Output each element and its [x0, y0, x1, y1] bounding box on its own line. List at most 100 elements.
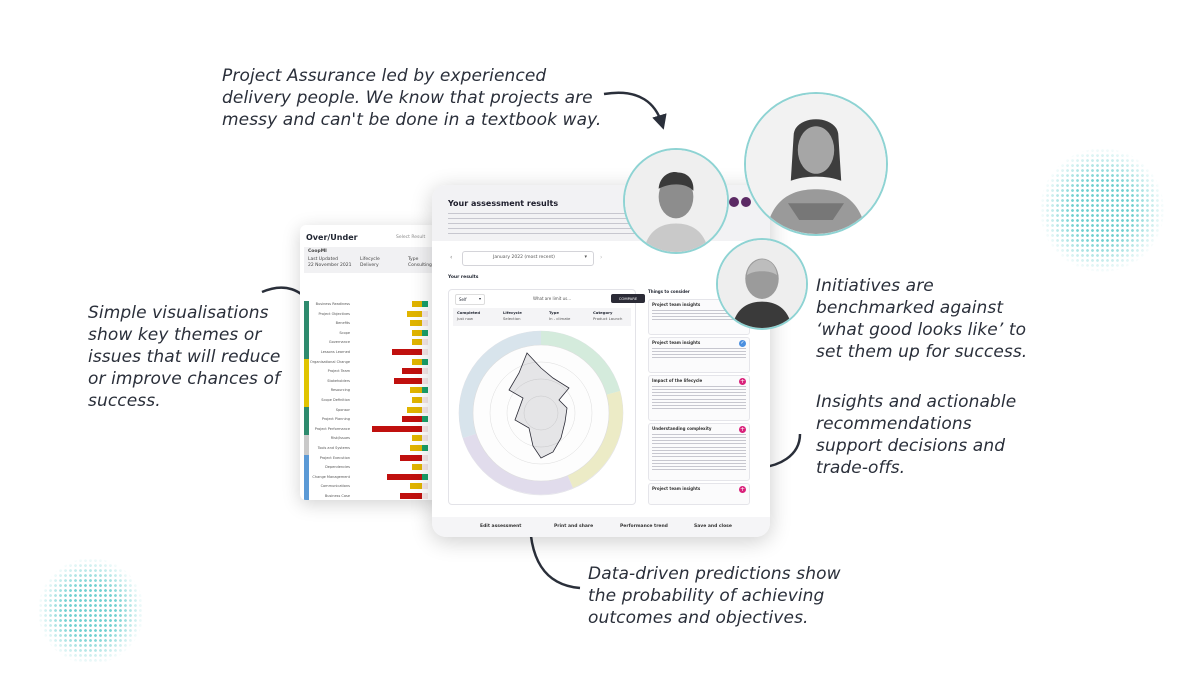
next-arrow-icon[interactable]: ›: [600, 254, 603, 261]
over-under-green-marker: [422, 445, 428, 451]
over-under-row-label: Project Planning: [321, 417, 350, 422]
over-under-row-label: Project Execution: [319, 455, 350, 460]
category-strip: [304, 435, 309, 455]
over-under-row-label: Resourcing: [330, 388, 350, 393]
avatar-bald-man: [716, 238, 808, 330]
over-under-bar: [410, 483, 422, 490]
over-under-bar: [394, 377, 422, 384]
things-to-consider: Things to consider Project team insights…: [648, 289, 752, 505]
over-under-bar: [372, 425, 422, 432]
assessment-results-panel: Your assessment results ‹ January 2022 (…: [432, 185, 770, 537]
plus-icon[interactable]: +: [739, 426, 746, 433]
callout-right-bottom: Insights and actionable recommendations …: [816, 392, 1017, 478]
print-share-button[interactable]: Print and share: [554, 524, 594, 529]
over-under-row-label: Project Objectives: [318, 311, 350, 316]
over-under-green-marker: [422, 454, 428, 461]
over-under-green-marker: [422, 464, 428, 471]
panel-title: Over/Under: [306, 233, 358, 242]
person-photo-icon: [625, 150, 727, 252]
prev-arrow-icon[interactable]: ‹: [450, 254, 453, 261]
over-under-bar: [412, 358, 422, 365]
compare-button[interactable]: COMPARE: [611, 294, 645, 303]
assessment-info: Completed Just now Lifecycle Selection T…: [453, 308, 631, 326]
over-under-bar: [412, 301, 422, 307]
chat-icon[interactable]: [729, 197, 739, 207]
over-under-bar: [410, 387, 422, 394]
dotted-circle-decoration-left: [38, 558, 144, 664]
insight-card[interactable]: Project team insights +: [648, 483, 750, 505]
dotted-circle-decoration-right: [1040, 148, 1164, 272]
callout-left: Simple visualisations show key themes or…: [88, 303, 281, 411]
avatar-woman: [744, 92, 888, 236]
over-under-bar: [387, 473, 422, 480]
filter-prompt: What are limit us...: [533, 296, 572, 301]
over-under-row-label: Organisational Change: [310, 359, 350, 364]
edit-assessment-button[interactable]: Edit assessment: [480, 524, 522, 529]
over-under-green-marker: [422, 301, 428, 307]
callout-top: Project Assurance led by experienced del…: [222, 66, 602, 130]
assessment-date-select[interactable]: January 2022 (most recent) ▾: [462, 251, 594, 266]
over-under-bar: [402, 368, 422, 375]
over-under-bar: [412, 329, 422, 336]
category-strip: [304, 454, 309, 500]
over-under-row-label: Sponsor: [335, 407, 350, 412]
over-under-row-label: Stakeholders: [327, 378, 350, 383]
over-under-green-marker: [422, 473, 428, 480]
over-under-green-marker: [422, 387, 428, 394]
over-under-bar: [407, 310, 422, 317]
over-under-row-label: Project Performance: [314, 426, 350, 431]
over-under-row-label: Benefits: [335, 321, 350, 326]
over-under-green-marker: [422, 368, 428, 375]
select-result-input[interactable]: Select Result: [396, 235, 426, 240]
over-under-green-marker: [422, 358, 428, 365]
results-title: Your assessment results: [448, 199, 559, 208]
over-under-green-marker: [422, 320, 428, 327]
plus-icon[interactable]: +: [739, 378, 746, 385]
radar-grid-ring: [523, 395, 559, 431]
over-under-row-label: Scope Definition: [321, 398, 350, 402]
over-under-green-marker: [422, 377, 428, 384]
radar-chart: [458, 330, 624, 496]
over-under-row-label: Business Readiness: [315, 302, 350, 306]
over-under-bar: [400, 493, 422, 499]
over-under-green-marker: [422, 310, 428, 317]
over-under-green-marker: [422, 435, 428, 442]
callout-bottom: Data-driven predictions show the probabi…: [588, 564, 841, 628]
performance-trend-button[interactable]: Performance trend: [620, 524, 668, 529]
check-icon: ✓: [739, 340, 746, 347]
over-under-green-marker: [422, 329, 428, 336]
share-icon[interactable]: [741, 197, 751, 207]
over-under-bar: [412, 435, 422, 442]
insight-card[interactable]: Impact of the lifecycle +: [648, 375, 750, 421]
over-under-green-marker: [422, 349, 428, 355]
over-under-row-label: Change Management: [312, 474, 350, 479]
radar-grid-ring: [489, 361, 593, 465]
over-under-bar: [400, 454, 422, 461]
over-under-green-marker: [422, 425, 428, 432]
over-under-bar: [412, 397, 422, 403]
insight-card[interactable]: Understanding complexity +: [648, 423, 750, 481]
your-results-label: Your results: [448, 275, 479, 280]
results-footer: Edit assessment Print and share Performa…: [432, 517, 770, 537]
radar-ring-inner: [472, 344, 610, 482]
over-under-bar: [410, 320, 422, 327]
over-under-row-label: Project Team: [327, 369, 350, 374]
over-under-row-label: Tools and Systems: [317, 446, 350, 450]
filter-select[interactable]: Self ▾: [455, 294, 485, 305]
plus-icon[interactable]: +: [739, 486, 746, 493]
results-chart-card: Self ▾ What are limit us... COMPARE Comp…: [448, 289, 645, 505]
results-description-lines: [448, 211, 644, 235]
over-under-bar: [410, 445, 422, 451]
over-under-row-label: Business Case: [324, 494, 350, 498]
over-under-green-marker: [422, 493, 428, 499]
over-under-bar: [402, 416, 422, 423]
radar-grid-ring: [506, 378, 576, 448]
chevron-down-icon: ▾: [584, 254, 587, 260]
save-close-button[interactable]: Save and close: [694, 524, 732, 529]
over-under-row-label: Dependencies: [325, 465, 350, 470]
over-under-green-marker: [422, 406, 428, 413]
person-photo-icon: [746, 94, 886, 234]
category-strip: [304, 358, 309, 407]
insight-card[interactable]: Project team insights ✓: [648, 337, 750, 373]
over-under-green-marker: [422, 483, 428, 490]
